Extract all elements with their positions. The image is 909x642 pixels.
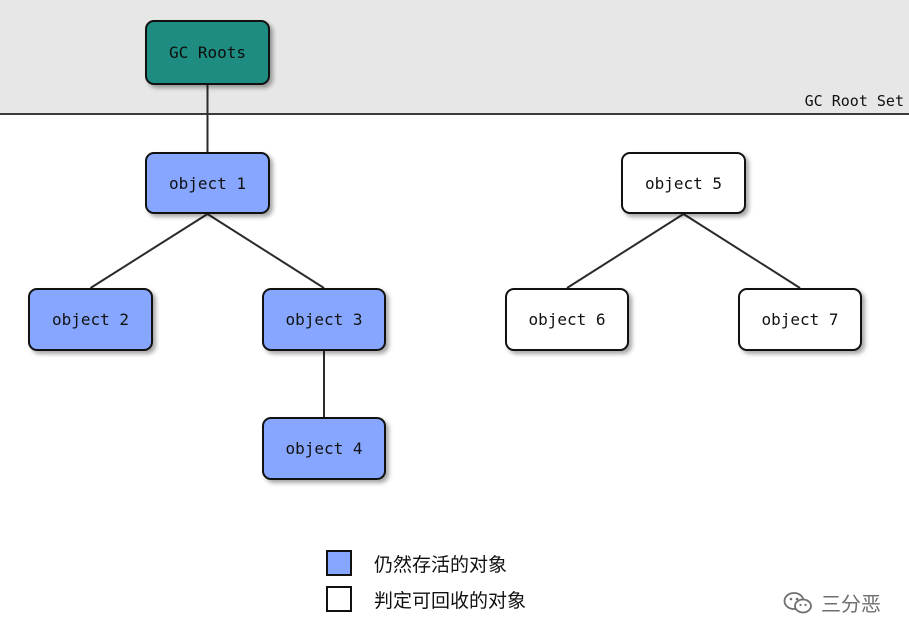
- edge-object_1-to-object_2: [89, 213, 209, 289]
- wechat-icon: [783, 591, 812, 613]
- object-4-node: object 4: [262, 417, 386, 480]
- object-2-node: object 2: [28, 288, 153, 351]
- gc-root-set-label: GC Root Set: [804, 92, 904, 110]
- watermark: 三分恶: [783, 588, 881, 617]
- edge-object_1-to-object_3: [206, 213, 325, 289]
- object-3-node: object 3: [262, 288, 386, 351]
- legend: 仍然存活的对象 判定可回收的对象: [326, 545, 526, 617]
- legend-item-live: 仍然存活的对象: [326, 545, 526, 581]
- object-6-node: object 6: [505, 288, 629, 351]
- gc-roots-node: GC Roots: [145, 20, 270, 85]
- object-1-node: object 1: [145, 152, 270, 214]
- legend-label-dead: 判定可回收的对象: [374, 589, 527, 612]
- edge-object_5-to-object_6: [566, 213, 685, 289]
- object-5-node: object 5: [621, 152, 746, 214]
- watermark-text: 三分恶: [821, 592, 881, 616]
- legend-item-dead: 判定可回收的对象: [326, 581, 526, 617]
- object-7-node: object 7: [738, 288, 862, 351]
- legend-swatch-dead: [326, 586, 352, 612]
- edge-object_5-to-object_7: [682, 213, 801, 289]
- legend-label-live: 仍然存活的对象: [374, 553, 508, 576]
- legend-swatch-live: [326, 550, 352, 576]
